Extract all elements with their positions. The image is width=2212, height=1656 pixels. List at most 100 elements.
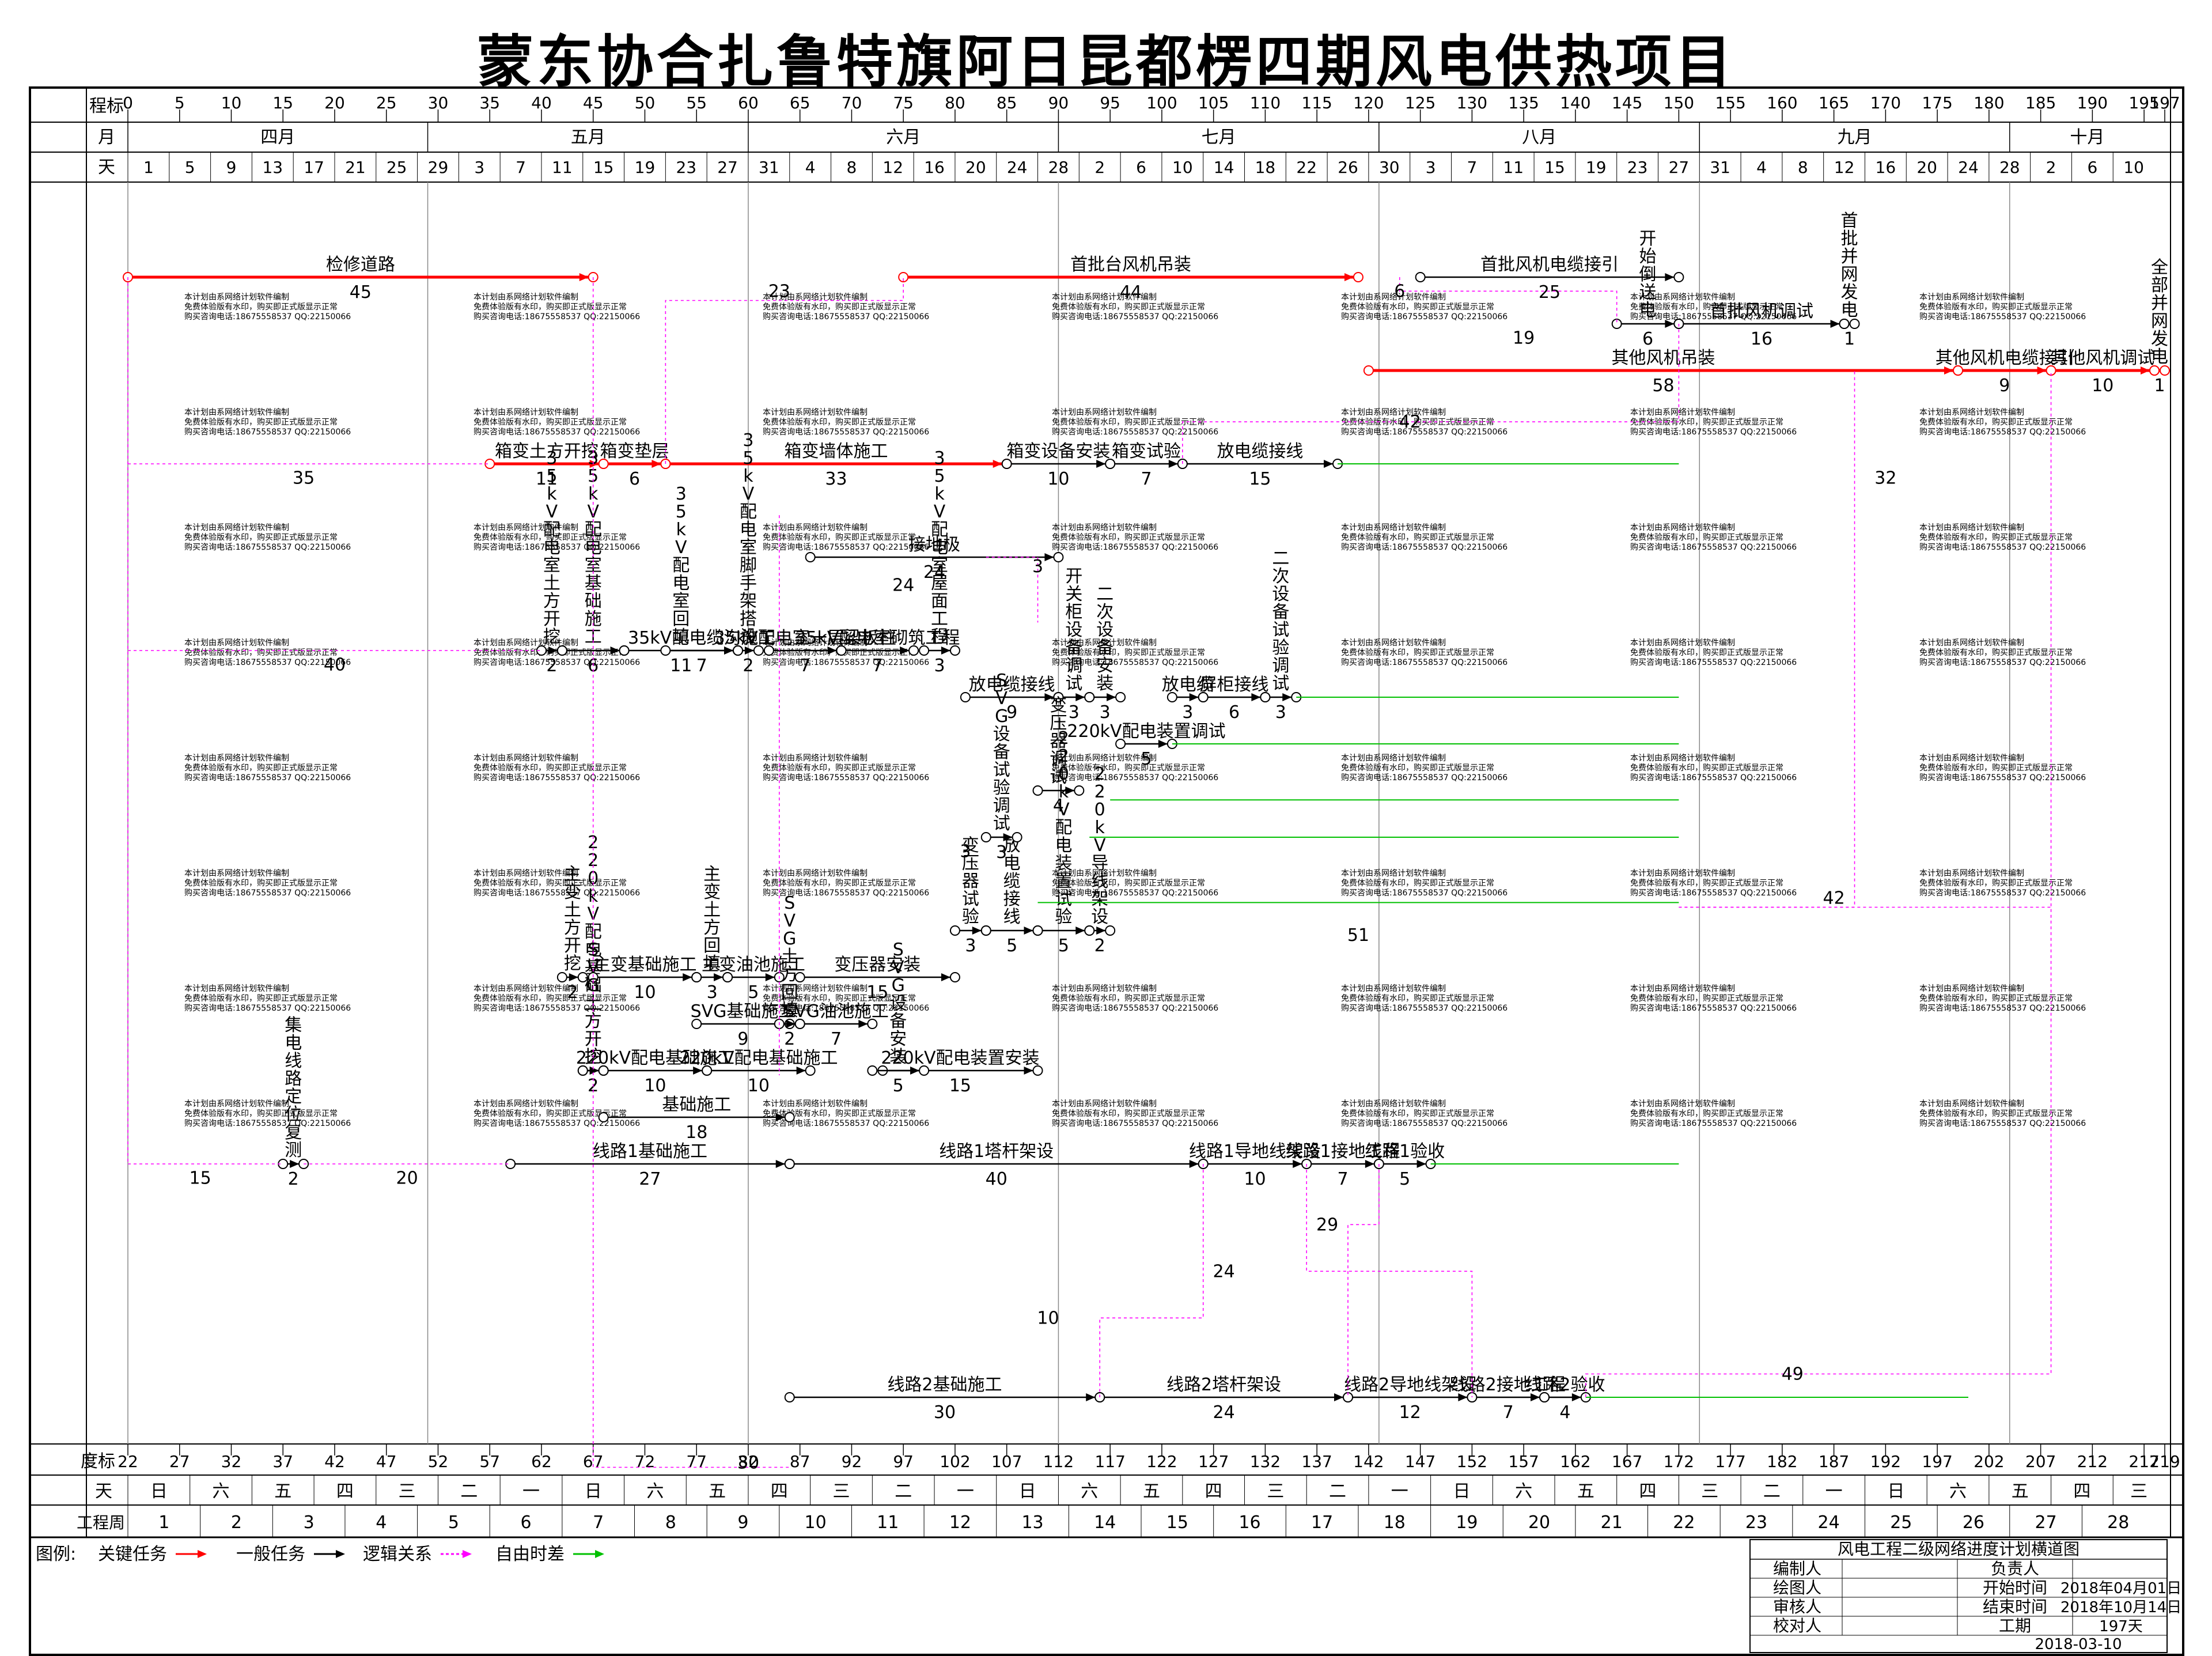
info-right-value: 2018年04月01日 [2061, 1580, 2181, 1597]
info-left-key: 绘图人 [1773, 1578, 1821, 1597]
task-label: 调 [1065, 656, 1082, 676]
task-label: 线 [285, 1051, 302, 1071]
task-duration: 10 [748, 1076, 770, 1096]
task-label: 电 [931, 538, 948, 558]
watermark-text: 免费体验版有水印，购买即正式版显示正常 [1052, 763, 1205, 773]
watermark-block: 本计划由系网络计划软件编制免费体验版有水印，购买即正式版显示正常购买咨询电话:1… [184, 1099, 351, 1128]
task-label: 安 [1096, 656, 1113, 676]
watermark-text: 购买咨询电话:18675558537 QQ:22150066 [1919, 543, 2086, 552]
task-arrow [724, 646, 734, 655]
watermark-text: 购买咨询电话:18675558537 QQ:22150066 [1630, 428, 1797, 437]
week-label: 9 [737, 1513, 748, 1533]
watermark-text: 免费体验版有水印，购买即正式版显示正常 [184, 763, 338, 773]
watermark-text: 免费体验版有水印，购买即正式版显示正常 [474, 1109, 627, 1118]
task-label: 开 [1639, 229, 1657, 249]
logic-link [1347, 1164, 1380, 1397]
task-label: V [1094, 835, 1106, 856]
top-tick-label: 130 [1457, 93, 1487, 112]
task-label: 线路1验收 [1365, 1141, 1445, 1162]
watermark-text: 本计划由系网络计划软件编制 [763, 293, 868, 302]
bottom-tick-label: 82 [738, 1452, 759, 1471]
task-arrow [683, 973, 692, 981]
watermark-text: 本计划由系网络计划软件编制 [1052, 523, 1157, 532]
watermark-text: 免费体验版有水印，购买即正式版显示正常 [1919, 879, 2073, 888]
week-label: 15 [1166, 1513, 1188, 1533]
task-label: 装 [1055, 853, 1072, 874]
watermark-block: 本计划由系网络计划软件编制免费体验版有水印，购买即正式版显示正常购买咨询电话:1… [1919, 638, 2086, 667]
task-duration: 15 [949, 1076, 971, 1096]
bottom-tick-label: 219 [2149, 1452, 2180, 1471]
top-tick-label: 125 [1405, 93, 1435, 112]
watermark-text: 免费体验版有水印，购买即正式版显示正常 [184, 303, 338, 312]
watermark-text: 本计划由系网络计划软件编制 [474, 1099, 578, 1109]
top-tick-label: 60 [738, 93, 759, 112]
watermark-text: 本计划由系网络计划软件编制 [1919, 1099, 2024, 1109]
task-label: 调 [1272, 656, 1289, 676]
month-label: 六月 [886, 127, 921, 148]
event-node [1839, 319, 1850, 329]
day-label: 29 [428, 158, 449, 177]
task-label: V [892, 958, 904, 978]
task-duration: 5 [1006, 936, 1017, 956]
task-arrow [2037, 366, 2047, 375]
legend-arrow [198, 1550, 207, 1558]
task-label: 放电缆接线 [1217, 441, 1303, 462]
task-duration: 3 [996, 842, 1007, 863]
weekday-label: 五 [1143, 1481, 1160, 1502]
day-label: 25 [387, 158, 407, 177]
event-node [1032, 785, 1043, 796]
task-label: 验 [1272, 638, 1289, 658]
task-label: 二 [1272, 549, 1289, 569]
watermark-text: 购买咨询电话:18675558537 QQ:22150066 [1919, 658, 2086, 667]
bottom-tick-label: 212 [2077, 1452, 2108, 1471]
task-arrow [1168, 460, 1178, 468]
event-node [1084, 925, 1095, 936]
watermark-text: 免费体验版有水印，购买即正式版显示正常 [474, 763, 627, 773]
task-arrow [1024, 1067, 1033, 1075]
task-duration: 1 [1844, 329, 1855, 349]
top-tick-label: 85 [997, 93, 1017, 112]
info-right-key: 负责人 [1991, 1559, 2039, 1578]
weekday-label: 三 [1701, 1481, 1718, 1502]
task-label: 箱变垫层 [600, 441, 669, 462]
task-label: 电 [285, 1033, 302, 1053]
task-label: 全 [2151, 258, 2168, 278]
task-label: 接 [1003, 889, 1021, 909]
event-node [1032, 1065, 1043, 1076]
week-label: 11 [877, 1513, 899, 1533]
task-label: 屏柜接线 [1200, 675, 1269, 695]
watermark-text: 本计划由系网络计划软件编制 [184, 984, 289, 993]
watermark-text: 本计划由系网络计划软件编制 [1341, 1099, 1446, 1109]
task-label: 挖 [543, 627, 560, 647]
watermark-text: 本计划由系网络计划软件编制 [474, 754, 578, 763]
task-duration: 10 [634, 982, 656, 1003]
watermark-text: 本计划由系网络计划软件编制 [1919, 754, 2024, 763]
event-node [2160, 365, 2170, 376]
week-label: 13 [1021, 1513, 1043, 1533]
task-label: 开 [1065, 566, 1082, 587]
logic-link [592, 277, 790, 1468]
top-tick-label: 25 [376, 93, 397, 112]
task-label: 线路2塔杆架设 [1166, 1375, 1281, 1395]
bottom-tick-label: 177 [1715, 1452, 1745, 1471]
watermark-text: 免费体验版有水印，购买即正式版显示正常 [474, 418, 627, 427]
watermark-block: 本计划由系网络计划软件编制免费体验版有水印，购买即正式版显示正常购买咨询电话:1… [184, 754, 351, 782]
task-label: 线 [1091, 871, 1108, 891]
week-label: 26 [1963, 1513, 1984, 1533]
task-duration: 1 [2154, 376, 2165, 396]
watermark-block: 本计划由系网络计划软件编制免费体验版有水印，购买即正式版显示正常购买咨询电话:1… [1341, 293, 1508, 322]
watermark-block: 本计划由系网络计划软件编制免费体验版有水印，购买即正式版显示正常购买咨询电话:1… [1630, 984, 1797, 1013]
logic-link [1306, 1164, 1473, 1397]
task-label: SVG油池施工 [783, 1001, 889, 1022]
task-duration: 5 [748, 982, 759, 1003]
task-arrow [1096, 460, 1106, 468]
watermark-block: 本计划由系网络计划软件编制免费体验版有水印，购买即正式版显示正常购买咨询电话:1… [474, 869, 640, 898]
weekday-label: 四 [336, 1481, 354, 1502]
legend-item-label: 关键任务 [98, 1544, 167, 1564]
watermark-text: 本计划由系网络计划软件编制 [1919, 408, 2024, 417]
watermark-text: 购买咨询电话:18675558537 QQ:22150066 [763, 428, 929, 437]
top-tick-label: 55 [686, 93, 707, 112]
top-tick-label: 30 [428, 93, 449, 112]
top-tick-label: 70 [842, 93, 862, 112]
